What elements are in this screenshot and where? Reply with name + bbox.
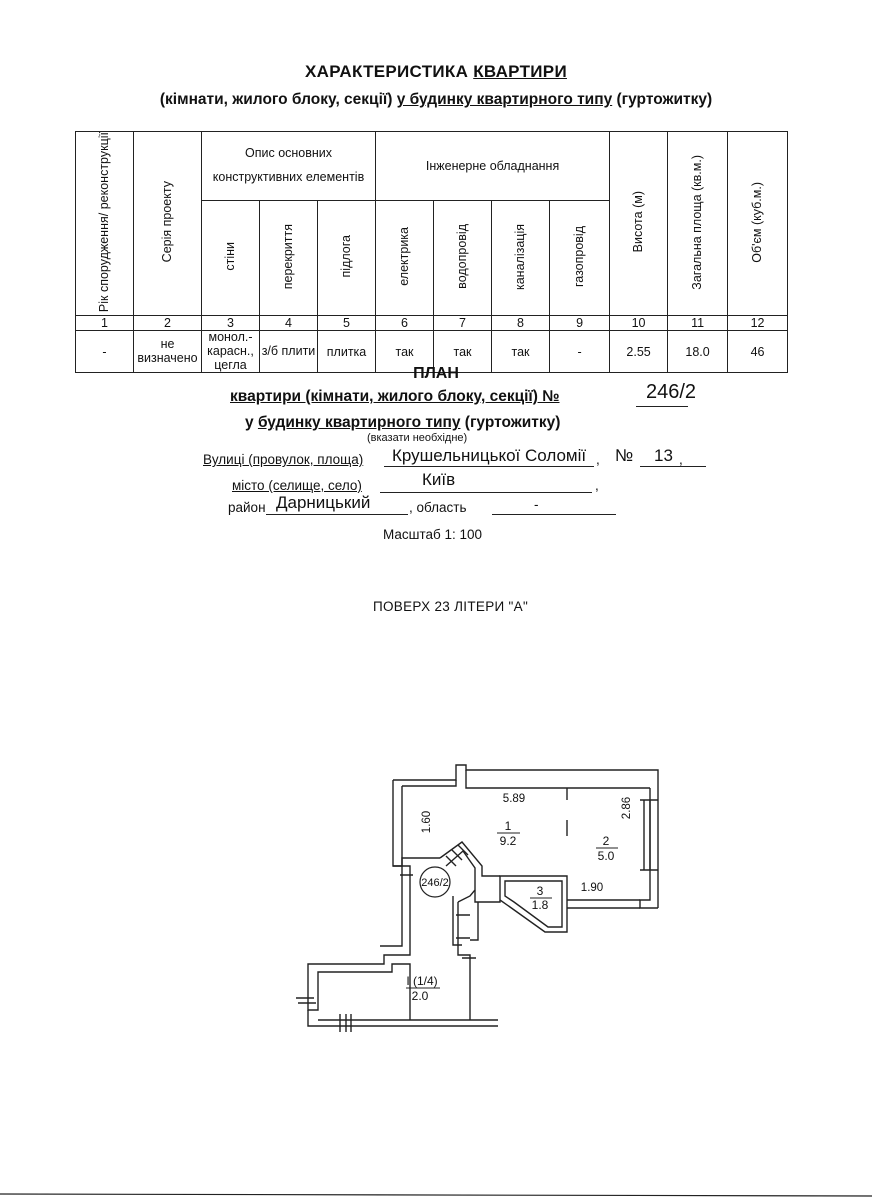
- header-series: Серія проекту: [133, 130, 202, 317]
- room3-number: 3: [537, 884, 544, 898]
- plan-title: ПЛАН: [413, 365, 459, 382]
- value-height: 2.55: [609, 330, 669, 374]
- header-structure-group: Опис основних конструктивних елементів: [200, 130, 377, 202]
- header-sewer: каналізація: [491, 200, 551, 317]
- dim-right: 2.86: [621, 797, 633, 819]
- header-gas: газопровід: [549, 200, 611, 317]
- district-label: район: [228, 500, 266, 515]
- dim-bottom: 1.90: [581, 882, 603, 894]
- room2-area: 5.0: [598, 849, 615, 863]
- house-line: [640, 466, 706, 467]
- value-electric: так: [375, 330, 435, 374]
- city-comma: ,: [595, 478, 599, 493]
- district-value: Дарницький: [276, 493, 371, 512]
- corridor-number: I (1/4): [406, 974, 437, 988]
- apartment-marker: [419, 866, 451, 898]
- window: [640, 799, 658, 871]
- value-row: - не визначено монол.-караcн., цегла з/б…: [75, 330, 789, 374]
- header-floor: підлога: [316, 200, 377, 317]
- header-year: Рік спорудження/ реконструкції: [75, 130, 134, 317]
- header-area: Загальна площа (кв.м.): [667, 130, 729, 317]
- value-sewer: так: [491, 330, 551, 374]
- scale-label: Масштаб 1: 100: [383, 527, 483, 542]
- room1-number: 1: [505, 819, 512, 833]
- title-prefix: ХАРАКТЕРИСТИКА: [305, 62, 469, 81]
- house-comma: ,: [679, 452, 683, 467]
- value-gas: -: [549, 330, 611, 374]
- subtitle-c: (гуртожитку): [616, 91, 713, 108]
- plan-subject: квартири (кімнати, жилого блоку, секції)…: [230, 388, 560, 405]
- value-volume: 46: [727, 330, 789, 374]
- district-line: [266, 514, 408, 515]
- outer-wall-right: [639, 788, 658, 909]
- corridor-area: 2.0: [412, 989, 429, 1003]
- dim-left: 1.60: [421, 811, 433, 833]
- header-walls: стіни: [201, 200, 260, 317]
- document-subtitle: (кімнати, жилого блоку, секції) у будинк…: [0, 91, 872, 109]
- header-volume: Об'єм (куб.м.): [727, 130, 789, 317]
- number-underline: [636, 406, 688, 407]
- header-ceilings: перекриття: [259, 200, 318, 317]
- street-line: [384, 466, 594, 467]
- number-label: №: [615, 446, 634, 465]
- room3-area: 1.8: [532, 898, 549, 912]
- region-label: , область: [409, 500, 467, 515]
- street-value: Крушельницької Соломії: [392, 446, 587, 465]
- room2-number: 2: [603, 834, 610, 848]
- city-line: [380, 492, 592, 493]
- subtitle-a: (кімнати, жилого блоку, секції): [159, 91, 393, 108]
- header-water: водопровід: [433, 200, 493, 317]
- page-bottom-rule: [0, 1193, 872, 1197]
- house-number: 13: [654, 446, 673, 465]
- value-water: так: [433, 330, 493, 374]
- hint-text: (вказати необхідне): [367, 432, 468, 444]
- value-floor: плитка: [316, 330, 377, 374]
- floor-label: ПОВЕРХ 23 ЛІТЕРИ "А": [373, 599, 529, 614]
- street-label: Вулиці (провулок, площа): [203, 452, 364, 467]
- outer-wall-left: [392, 780, 403, 867]
- title-word: КВАРТИРИ: [473, 62, 567, 81]
- value-area: 18.0: [667, 330, 729, 374]
- dim-top: 5.89: [503, 793, 525, 805]
- corridor-bottom-wall: [318, 1019, 498, 1027]
- city-value: Київ: [422, 470, 456, 489]
- subtitle-b: у будинку квартирного типу: [396, 91, 613, 108]
- header-engineering-group: Інженерне обладнання: [375, 130, 611, 202]
- header-electric: електрика: [375, 200, 435, 317]
- document-title: ХАРАКТЕРИСТИКА КВАРТИРИ: [0, 62, 872, 82]
- value-walls: монол.-караcн., цегла: [201, 330, 260, 374]
- characteristics-table: Рік спорудження/ реконструкції Серія про…: [75, 130, 789, 374]
- room1-area: 9.2: [500, 834, 517, 848]
- apartment-number: 246/2: [646, 381, 697, 403]
- city-label: місто (селище, село): [232, 478, 362, 493]
- plan-building-type: у будинку квартирного типу (гуртожитку): [245, 414, 561, 431]
- value-ceilings: з/б плити: [259, 330, 318, 374]
- street-comma: ,: [596, 452, 600, 467]
- region-line: [492, 514, 616, 515]
- apartment-marker-label: 246/2: [421, 877, 449, 889]
- region-value: -: [534, 497, 539, 512]
